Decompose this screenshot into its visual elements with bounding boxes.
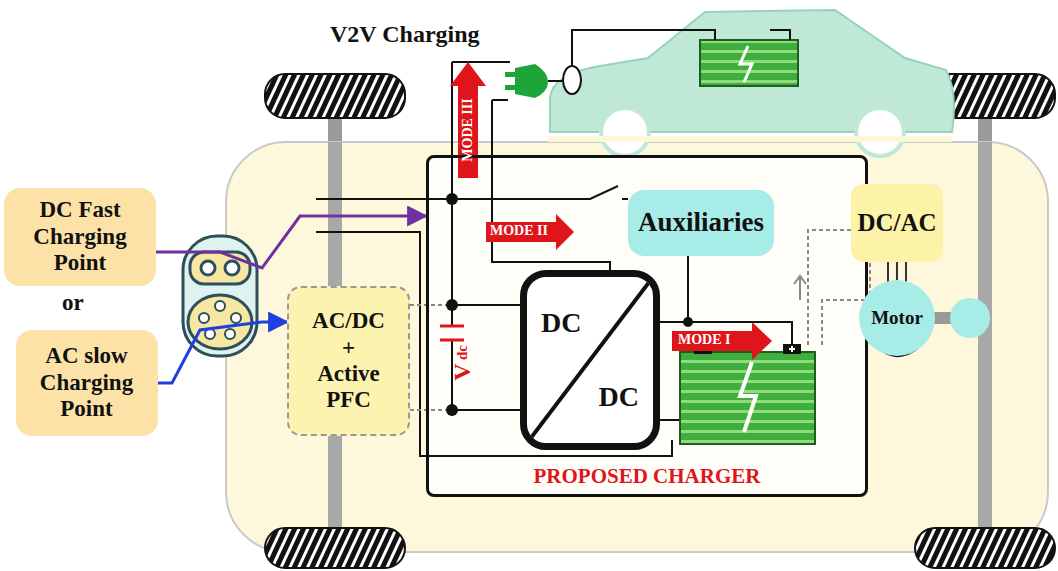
wheel-hub	[950, 298, 990, 338]
other-vehicle-battery	[700, 40, 798, 86]
phase-line	[905, 262, 907, 282]
v2v-wire	[452, 61, 510, 63]
plus-sign	[789, 346, 795, 352]
ac-socket	[188, 295, 252, 349]
converter-box: AC/DC + Active PFC	[287, 286, 410, 436]
inverter-box: DC/AC	[851, 184, 942, 262]
battery-terminal	[783, 344, 801, 354]
vehicle-inlet	[563, 66, 581, 94]
plug-cable	[548, 80, 563, 82]
mode-label: MODE III	[461, 98, 475, 161]
converter-diagonal	[527, 277, 653, 443]
node-label: DC	[541, 307, 581, 339]
diagonal-line	[527, 277, 653, 443]
socket-pin	[225, 261, 239, 275]
motor-circle: Motor	[859, 280, 935, 356]
socket-pin	[225, 329, 235, 339]
voltage-label: V	[450, 363, 474, 380]
socket-pin	[215, 301, 225, 311]
v2v-plug	[515, 64, 548, 98]
battery-bolt	[740, 362, 756, 432]
body-edge	[548, 136, 952, 142]
node-label: PROPOSED CHARGER	[429, 464, 865, 488]
capacitor-plate	[440, 325, 464, 328]
capacitor-wire	[451, 305, 453, 410]
wheel	[915, 528, 1055, 568]
node-label: AC slow Charging Point	[22, 343, 152, 422]
junction-dot	[446, 193, 458, 205]
auxiliary-switch	[452, 186, 628, 199]
mode-arrow	[486, 214, 574, 250]
mode-arrow	[450, 62, 486, 178]
node-label: Motor	[871, 307, 923, 329]
rear-axle	[978, 142, 992, 552]
other-vehicle-wheel	[856, 108, 904, 156]
other-vehicle-wheel	[601, 108, 649, 156]
dc-socket	[190, 252, 250, 284]
node-label: DC	[599, 381, 639, 413]
mode-label: MODE I	[678, 333, 731, 347]
voltage-subscript: dc	[455, 345, 470, 360]
junction-dot	[683, 317, 693, 327]
socket-pin	[199, 313, 209, 323]
auxiliary-wire	[687, 256, 689, 322]
wheel	[265, 528, 405, 568]
charger-enclosure: AuxiliariesDC DC PROPOSED CHARGER	[426, 155, 868, 497]
title-label: V2V Charging	[330, 22, 480, 46]
charging-point-box: DC Fast Charging Point	[4, 188, 156, 286]
auxiliaries-box: Auxiliaries	[628, 190, 774, 256]
battery-bolt	[740, 46, 752, 82]
socket-pin	[231, 313, 241, 323]
traction-battery	[680, 352, 815, 444]
power-flow-arrow	[794, 276, 806, 300]
connector-arrow	[158, 322, 288, 383]
node-label: DC/AC	[857, 209, 936, 238]
phase-line	[887, 262, 889, 282]
other-vehicle-wire	[572, 30, 790, 72]
node-label: AC/DC + Active PFC	[309, 308, 389, 414]
vehicle-body	[226, 142, 1048, 552]
dc-bus-wire	[316, 198, 452, 200]
plug-pin	[505, 85, 517, 90]
v2v-wire	[492, 100, 610, 270]
connector-arrow	[896, 262, 898, 280]
plug-pin	[505, 72, 517, 77]
dc-link-wire	[452, 62, 520, 305]
capacitor-plate	[440, 339, 464, 342]
node-label: DC Fast Charging Point	[10, 197, 150, 276]
or-label: or	[62, 291, 84, 314]
junction-dot	[446, 299, 458, 311]
socket-pin	[201, 261, 215, 275]
mode-arrow	[672, 322, 772, 360]
dc-dc-converter: DC DC	[520, 270, 660, 450]
charging-point-box: AC slow Charging Point	[16, 330, 158, 436]
junction-dot	[446, 404, 458, 416]
wheel	[265, 74, 405, 118]
mode-label: MODE II	[490, 224, 548, 238]
connector-arrow	[156, 216, 426, 268]
dc-link-wire	[452, 409, 520, 411]
node-label: Auxiliaries	[638, 207, 764, 238]
